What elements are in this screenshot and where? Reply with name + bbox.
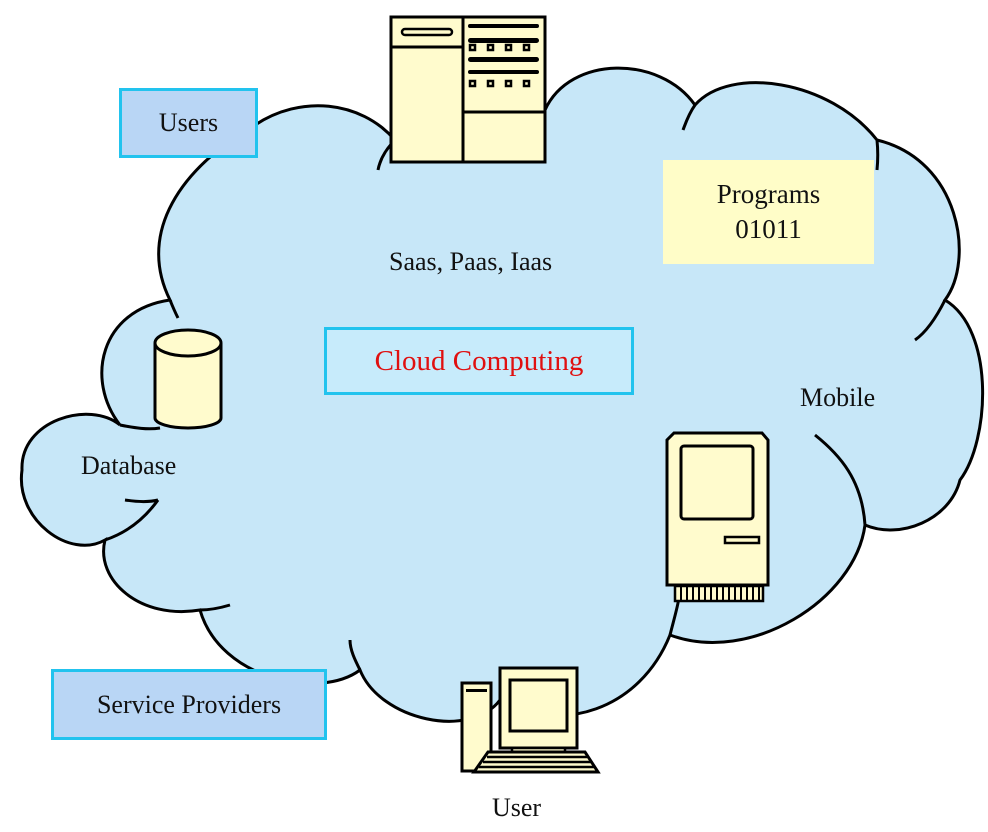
mobile-computer-icon: [665, 431, 770, 603]
service-providers-label: Service Providers: [96, 689, 282, 719]
programs-label: Programs: [716, 179, 821, 210]
users-label-box: Users: [119, 88, 258, 158]
server-rack-icon: [389, 15, 547, 164]
cloud-computing-title: Cloud Computing: [374, 344, 584, 377]
programs-binary: 01011: [735, 214, 802, 244]
mobile-label: Mobile: [800, 383, 876, 412]
users-label: Users: [158, 108, 219, 137]
service-providers-label-box: Service Providers: [51, 669, 327, 740]
cloud-computing-title-box: Cloud Computing: [324, 327, 634, 395]
database-cylinder-icon: [153, 328, 223, 430]
desktop-computer-icon: [460, 666, 601, 774]
programs-box: Programs 01011: [663, 160, 874, 264]
service-models-label: Saas, Paas, Iaas: [389, 247, 553, 276]
user-label: User: [492, 793, 542, 822]
database-label: Database: [81, 451, 177, 480]
